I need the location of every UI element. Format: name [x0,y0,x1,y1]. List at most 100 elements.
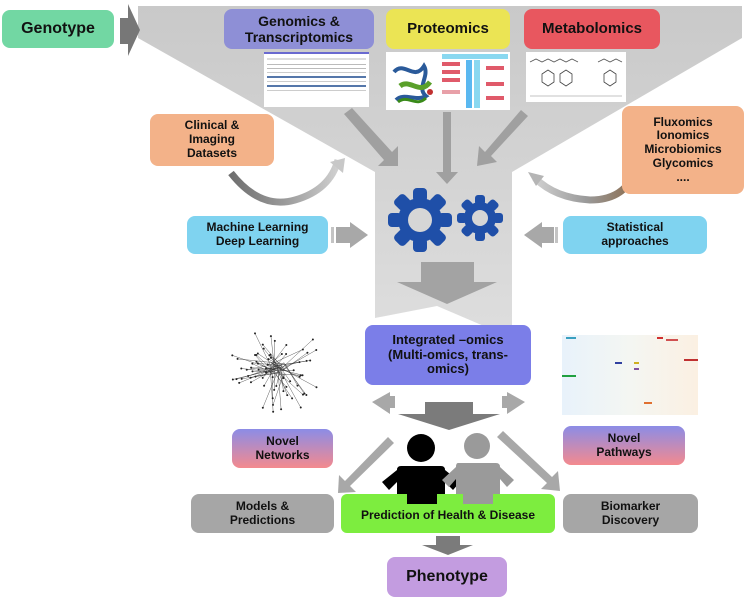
network-edge [232,355,281,373]
clinical-imaging-box: Clinical & Imaging Datasets [150,114,274,166]
arrow-ml-to-gears [331,222,368,248]
machine-learning-box: Machine Learning Deep Learning [187,216,328,254]
proteomics-thumbnail [386,52,510,110]
curve-arrow-clinical-head [330,158,345,173]
network-edge [276,361,300,369]
other-omics-line-5: .... [676,169,690,184]
network-edge [277,373,301,376]
network-node [251,362,254,365]
arrow-integration-to-pathways [502,392,525,414]
network-node [301,374,304,377]
ml-line-2: Deep Learning [215,234,300,248]
models-line-1: Models & [235,498,290,513]
statistical-approaches-box: Statistical approaches [563,216,707,254]
network-node [315,349,318,352]
network-edge [281,349,317,370]
models-predictions-box: Models & Predictions [191,494,334,533]
network-node [289,380,292,383]
proteomics-box: Proteomics [386,9,510,49]
network-node [285,385,288,388]
network-node [291,397,294,400]
phenotype-box: Phenotype [387,557,507,597]
network-edge [258,367,277,370]
networks-line-2: Networks [255,447,310,462]
metabolomics-thumbnail [526,52,626,102]
arrow-genomics-to-gears [344,108,398,166]
phenotype-label: Phenotype [406,567,488,585]
network-node [267,358,270,361]
clinical-line-3: Datasets [186,145,238,160]
network-node [236,357,239,360]
network-node [306,351,309,354]
network-node [272,403,275,406]
network-node [250,366,253,369]
network-edge [232,366,285,380]
network-edge [254,333,274,373]
network-node [261,376,264,379]
network-graph-thumbnail [228,320,330,415]
arrow-integration-to-people [398,402,500,430]
network-edge [241,368,283,374]
network-node [257,368,260,371]
other-omics-line-1: Fluxomics [653,114,713,129]
network-node [296,384,299,387]
network-edge [282,352,308,371]
other-omics-box: Fluxomics Ionomics Microbiomics Glycomic… [622,106,744,194]
network-node [265,371,268,374]
network-node [254,332,257,335]
other-omics-line-4: Glycomics [652,155,714,170]
metabolomics-label: Metabolomics [541,20,643,38]
chemical-structure-icon [529,58,623,97]
network-edge [271,349,303,365]
arrow-gears-to-integration [397,262,497,304]
network-node [256,352,259,355]
network-node [285,353,288,356]
network-node [271,397,274,400]
curve-arrow-other-omics-head [528,172,544,186]
network-node [261,406,264,409]
network-node [249,381,252,384]
network-node [254,353,257,356]
network-node [301,393,304,396]
network-edge [280,369,303,376]
biomarker-discovery-box: Biomarker Discovery [563,494,698,533]
network-node [268,354,271,357]
network-node [247,375,250,378]
network-node [305,393,308,396]
network-node [292,369,295,372]
network-node [285,343,288,346]
network-edge [275,360,311,367]
network-node [286,394,289,397]
genotype-label: Genotype [21,19,95,37]
network-edge [277,362,291,382]
prediction-health-disease-box: Prediction of Health & Disease [341,494,555,533]
protein-structure-icon [392,54,508,108]
network-node [299,406,302,409]
genomics-transcriptomics-box: Genomics & Transcriptomics [224,9,374,49]
genotype-arrow [120,4,140,56]
network-node [273,388,276,391]
network-node [240,367,243,370]
genomics-label: Genomics & Transcriptomics [244,12,354,45]
arrow-integration-to-networks [372,392,395,414]
network-node [266,363,269,366]
network-node [269,335,272,338]
genomics-thumbnail [264,52,369,107]
network-edge [273,370,293,399]
network-node [256,362,259,365]
network-edge [262,366,280,408]
biomarker-line-1: Biomarker [600,498,661,513]
network-edge [279,373,304,395]
novel-pathways-box: Novel Pathways [563,426,685,465]
networks-line-1: Novel [266,433,299,448]
network-edge [257,363,276,365]
pathway-map-thumbnail [562,335,698,415]
pathways-line-1: Novel [607,430,641,445]
integration-line-1: Integrated –omics [392,331,504,347]
other-omics-line-2: Ionomics [656,128,710,143]
ml-line-1: Machine Learning [206,220,309,235]
network-node [231,354,234,357]
arrow-to-phenotype [422,536,473,555]
network-edge [273,363,276,390]
network-node [298,375,301,378]
